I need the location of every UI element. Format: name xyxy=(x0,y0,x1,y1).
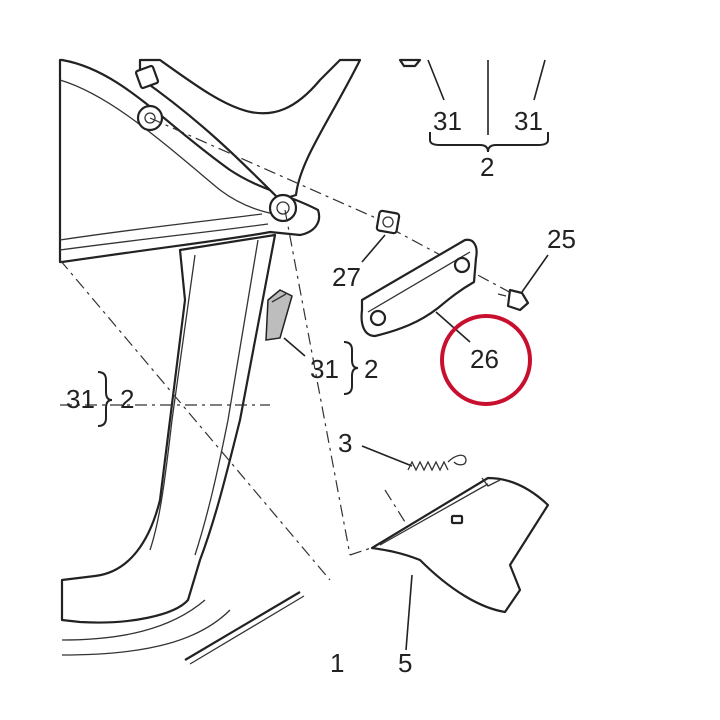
label-top-left-31: 31 xyxy=(433,106,462,136)
screw-part-25 xyxy=(497,254,549,312)
top-pad-leaders xyxy=(398,58,546,135)
highlight-circle xyxy=(440,314,532,406)
label-left-2: 2 xyxy=(120,384,134,414)
label-26: 26 xyxy=(470,344,499,374)
spring-part-3 xyxy=(361,445,467,472)
label-mid-31: 31 xyxy=(310,354,339,384)
label-top-2: 2 xyxy=(480,152,494,182)
top-brace xyxy=(429,132,549,153)
bracket-plate-part-26 xyxy=(360,238,478,343)
label-5: 5 xyxy=(398,648,412,678)
mid-brace xyxy=(343,341,359,395)
label-3: 3 xyxy=(338,428,352,458)
frame-assembly xyxy=(58,58,362,665)
label-left-31: 31 xyxy=(66,384,95,414)
braces xyxy=(97,132,549,427)
label-top-right-31: 31 xyxy=(514,106,543,136)
label-27: 27 xyxy=(332,262,361,292)
rubber-pad-part-31 xyxy=(265,289,306,357)
label-25: 25 xyxy=(547,224,576,254)
label-mid-2: 2 xyxy=(364,354,378,384)
callout-labels: 31 31 2 25 27 26 31 2 31 2 3 1 5 xyxy=(66,106,576,678)
left-brace xyxy=(97,371,113,427)
label-1: 1 xyxy=(330,648,344,678)
cover-plate-part-5 xyxy=(370,476,550,651)
assembly-lines xyxy=(59,117,516,581)
clip-nut-part-27 xyxy=(361,209,401,263)
